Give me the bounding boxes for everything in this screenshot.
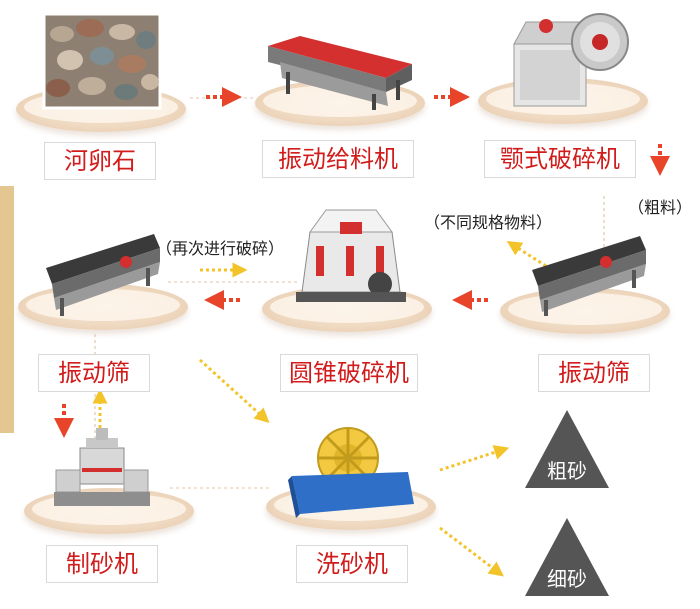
note-coarse-material: （粗料） [628, 198, 693, 217]
fine-sand-triangle [525, 518, 609, 596]
coarse-sand-triangle [525, 410, 609, 488]
arrow-to-coarse [439, 445, 510, 472]
label-cone-crusher: 圆锥破碎机 [280, 354, 418, 392]
arrow-irregular-up [506, 240, 547, 268]
label-vibrating-screen-left: 振动筛 [38, 354, 150, 392]
vibrating-feeder-image [268, 36, 412, 110]
side-accent-bar [0, 186, 14, 433]
vibrating-screen-left-image [46, 234, 160, 316]
label-vibrating-screen-right: 振动筛 [538, 354, 650, 392]
vibrating-screen-right-image [532, 236, 646, 316]
sand-maker-image [54, 428, 150, 506]
pedestal-screen-left [18, 284, 188, 330]
sand-washer-image [288, 427, 414, 518]
label-jaw-crusher: 颚式破碎机 [484, 140, 636, 178]
note-recrush: （再次进行破碎） [156, 239, 285, 258]
river-pebble-image [42, 12, 162, 110]
jaw-crusher-image [513, 13, 629, 107]
cone-crusher-image [296, 209, 406, 302]
arrow-screen-to-washer [198, 358, 270, 424]
product-coarse-sand: 粗砂 [547, 459, 587, 483]
label-vibrating-feeder: 振动给料机 [262, 140, 414, 178]
label-sand-maker: 制砂机 [46, 545, 158, 583]
note-irregular-material: （不同规格物料） [424, 213, 553, 232]
arrow-to-fine [439, 526, 504, 577]
label-river-pebble: 河卵石 [44, 142, 156, 180]
product-fine-sand: 细砂 [547, 567, 587, 591]
label-sand-washer: 洗砂机 [296, 545, 408, 583]
